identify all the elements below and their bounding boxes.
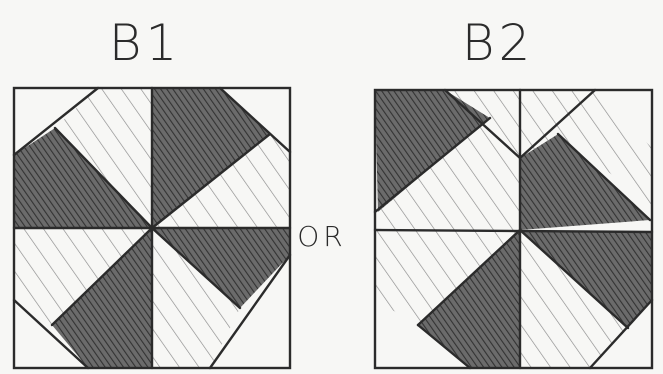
block-label-b1: B1 bbox=[109, 14, 182, 72]
block-b2 bbox=[375, 90, 652, 368]
block-label-b2: B2 bbox=[462, 14, 535, 72]
block-b1 bbox=[14, 88, 290, 368]
or-separator: OR bbox=[297, 220, 347, 253]
